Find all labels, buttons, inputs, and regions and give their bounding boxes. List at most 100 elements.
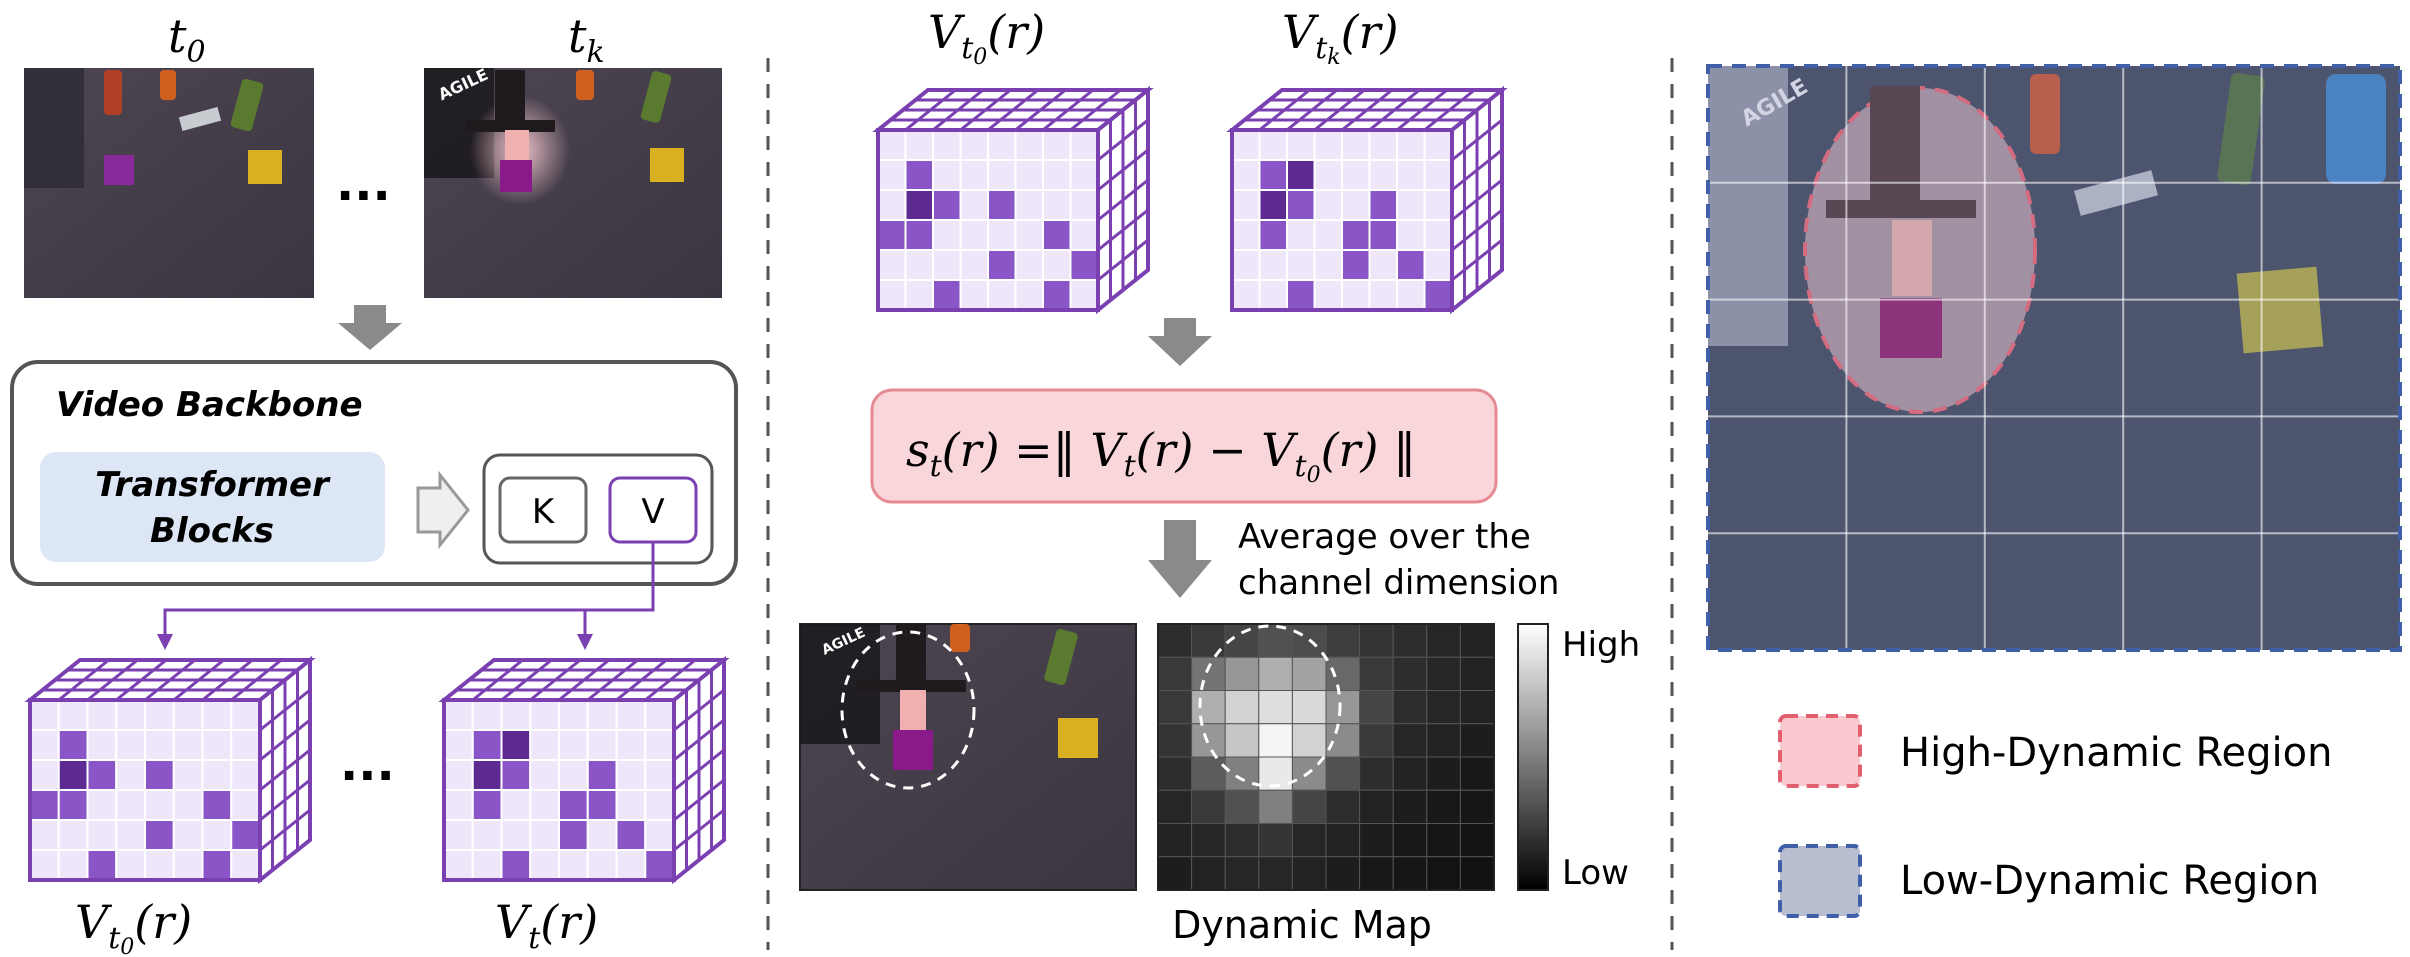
cube-cell: [230, 819, 261, 851]
cube-cell: [230, 729, 261, 761]
cube-cell: [615, 819, 647, 851]
cube-cell: [877, 249, 907, 281]
cube-cell: [1341, 249, 1371, 281]
dynamic-map-cell: [1191, 623, 1226, 658]
cube-cell: [586, 819, 618, 851]
cube-cell: [1231, 189, 1261, 221]
dynamic-map-cell: [1459, 856, 1495, 891]
transformer-label-line1: Transformer: [95, 465, 331, 505]
dynamic-map-cell: [1325, 690, 1361, 725]
cube-cell: [1368, 279, 1398, 311]
cube-cell: [644, 699, 675, 731]
cube-cell: [1423, 189, 1453, 221]
cube-cell: [932, 279, 962, 311]
cube-cell: [443, 759, 474, 791]
dynamic-map-cell: [1359, 756, 1394, 791]
dynamic-map-cell: [1426, 856, 1461, 891]
dynamic-map-cell: [1392, 623, 1428, 658]
feature-cube-vt0-middle: [872, 85, 1154, 315]
legend-low-swatch: [1778, 844, 1862, 918]
dynamic-map-cell: [1392, 656, 1428, 691]
dynamic-map-grid: [1157, 623, 1495, 891]
cube-cell: [201, 789, 233, 821]
cube-cell: [29, 759, 60, 791]
cube-cell: [529, 849, 560, 881]
dynamic-map-cell: [1258, 856, 1293, 891]
cube-cell: [1014, 129, 1044, 161]
dynamic-map-cell: [1258, 690, 1293, 725]
cube-cell: [201, 729, 233, 761]
cube-cell: [1286, 129, 1316, 161]
cube-cell: [1042, 249, 1072, 281]
cube-front-border: [876, 128, 1100, 312]
key-label: K: [532, 492, 556, 532]
cube-cell: [1341, 189, 1371, 221]
cube-cell: [558, 699, 589, 731]
feature-cube-vtk-middle: [1226, 85, 1508, 315]
dynamic-map-cell: [1224, 723, 1260, 758]
cube-cell: [558, 729, 589, 761]
cube-cell: [144, 849, 175, 881]
cube-cell: [172, 789, 204, 821]
dynamic-map-cell: [1359, 690, 1394, 725]
cube-cell: [1341, 129, 1371, 161]
dynamic-map-cell: [1157, 756, 1193, 791]
cube-cell: [586, 729, 618, 761]
cube-cell: [29, 699, 60, 731]
cube-cell: [877, 219, 907, 251]
cube-cell: [86, 819, 118, 851]
dynamic-map-cell: [1325, 623, 1361, 658]
dynamic-map-cell: [1157, 656, 1193, 691]
cube-cell: [904, 249, 934, 281]
cube-cell: [86, 849, 118, 881]
down-arrow-to-backbone: [338, 305, 402, 350]
cube-cell: [29, 789, 60, 821]
cube-cell: [115, 729, 146, 761]
dynamic-map-cell: [1426, 789, 1461, 824]
formula-text: st(r) =‖ Vt(r) − Vt0(r) ‖: [906, 423, 1416, 488]
cube-cell: [471, 789, 503, 821]
cube-cell: [1396, 189, 1426, 221]
cube-cell: [86, 759, 118, 791]
cube-cell: [1313, 129, 1343, 161]
cube-cell: [500, 729, 532, 761]
dynamic-map-cell: [1426, 623, 1461, 658]
cube-cell: [1231, 219, 1261, 251]
cube-cell: [1368, 189, 1398, 221]
dynamic-map-cell: [1224, 823, 1260, 858]
cube-cell: [230, 759, 261, 791]
dynamic-map-cell: [1258, 656, 1293, 691]
dynamic-map-cell: [1392, 789, 1428, 824]
cube-cell: [115, 789, 146, 821]
cube-cell: [959, 159, 989, 191]
cube-cell: [471, 849, 503, 881]
cube-cell: [1231, 279, 1261, 311]
colorbar-high-label: High: [1562, 625, 1640, 665]
cube-cell: [586, 849, 618, 881]
cube-cell: [1423, 129, 1453, 161]
cube-cell: [471, 699, 503, 731]
cube-cell: [1341, 219, 1371, 251]
cube-label-vt0-left: Vt0(r): [75, 895, 192, 957]
cube-cell: [529, 789, 560, 821]
cube-cell: [1286, 159, 1316, 191]
low-dynamic-tint: [1708, 66, 2400, 650]
cube-cell: [172, 849, 204, 881]
cube-front-border: [28, 698, 262, 882]
cube-cell: [57, 849, 89, 881]
dynamic-map-cell: [1191, 823, 1226, 858]
cube-cell: [615, 789, 647, 821]
dynamic-map-cell: [1258, 723, 1293, 758]
right-scene-image: AGILE: [1708, 66, 2400, 650]
dynamic-map-cell: [1157, 723, 1193, 758]
cube-label-vt-left: Vt(r): [495, 895, 598, 956]
cube-cell: [144, 819, 175, 851]
cube-cell: [932, 129, 962, 161]
cube-label-vtk-middle: Vtk(r): [1282, 5, 1399, 70]
cube-cell: [471, 819, 503, 851]
cube-cell: [1069, 189, 1099, 221]
cube-cell: [644, 819, 675, 851]
cube-cell: [86, 699, 118, 731]
dynamic-map-cell: [1224, 856, 1260, 891]
cube-cell: [172, 759, 204, 791]
